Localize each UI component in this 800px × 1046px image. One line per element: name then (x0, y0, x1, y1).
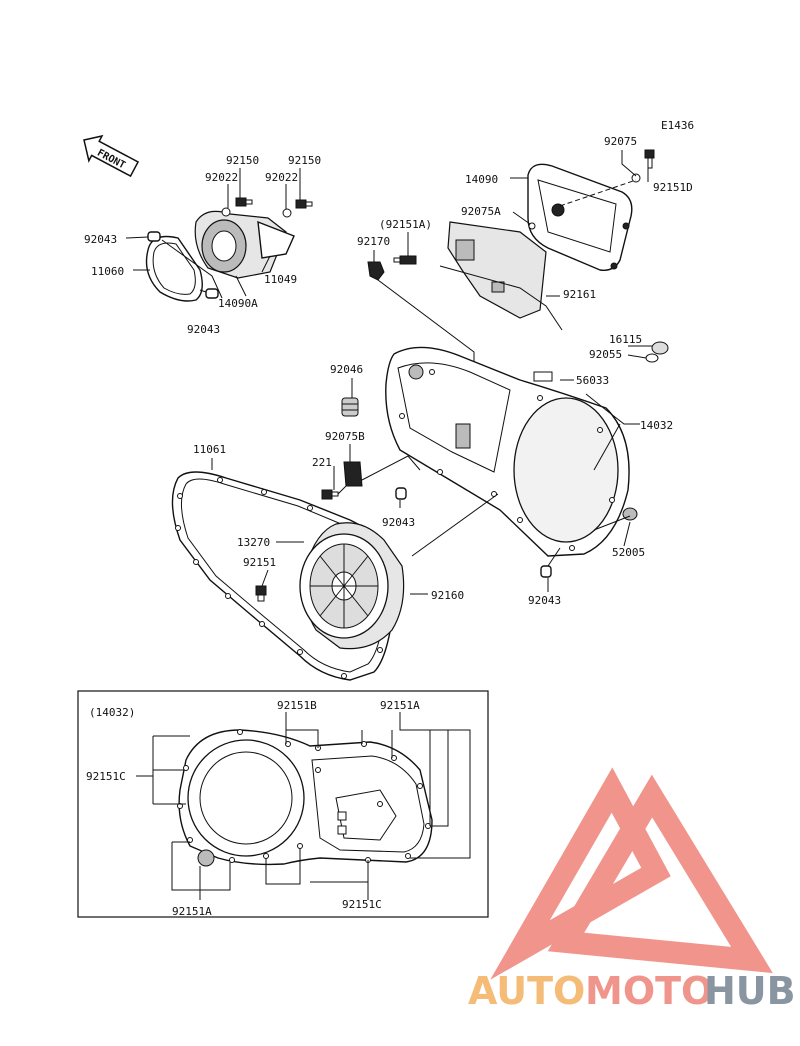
inset-label-92151B: 92151B (277, 699, 317, 712)
label-13270: 13270 (237, 536, 270, 549)
label-92150-b: 92150 (288, 154, 321, 167)
label-14032: 14032 (640, 419, 673, 432)
label-11049: 11049 (264, 273, 297, 286)
clamp-92170-icon (367, 261, 385, 281)
label-11060: 11060 (91, 265, 124, 278)
label-92151: 92151 (243, 556, 276, 569)
label-221: 221 (312, 456, 332, 469)
inset-label-92151C-bottom: 92151C (342, 898, 382, 911)
grommet-92075A-b-icon (528, 222, 536, 230)
inset-label-92151A-bottom: 92151A (172, 905, 212, 918)
cap-16115-icon (651, 341, 669, 355)
automotohub-logo: AUTO MOTO HUB (468, 767, 796, 1013)
label-92043-a: 92043 (84, 233, 117, 246)
label-92022-a: 92022 (205, 171, 238, 184)
label-92022-b: 92022 (265, 171, 298, 184)
clamp-92075B-icon (343, 461, 363, 487)
plate-11049 (257, 220, 295, 259)
label-92170: 92170 (357, 235, 390, 248)
watermark-auto: AUTO (468, 969, 585, 1013)
label-92075B: 92075B (325, 430, 365, 443)
grommet-92075A-icon (551, 203, 565, 217)
inset-label-92151A-top: 92151A (380, 699, 420, 712)
label-14090: 14090 (465, 173, 498, 186)
label-92043-b: 92043 (187, 323, 220, 336)
label-92151A-paren: (92151A) (379, 218, 432, 231)
plug-92046-icon (341, 397, 359, 417)
diagram-code: E1436 (661, 119, 694, 132)
dowel-92043a-icon (147, 231, 161, 242)
label-56033: 56033 (576, 374, 609, 387)
bolt-92150a-icon (235, 197, 253, 207)
bolt-92151D-icon (644, 149, 655, 169)
cover-92161 (447, 221, 547, 319)
washer-92022b-icon (282, 208, 292, 218)
label-14090A: 14090A (218, 297, 258, 310)
bearing-cover-assembly (145, 197, 313, 302)
inset-title: (14032) (89, 706, 135, 719)
label-92055: 92055 (589, 348, 622, 361)
watermark-moto: MOTO (585, 969, 713, 1013)
bolt-221-icon (321, 489, 339, 500)
dowel-92043c-icon (395, 487, 407, 500)
bolt-92151-icon (255, 585, 267, 602)
label-52005: 52005 (612, 546, 645, 559)
gasket-11060 (145, 235, 203, 302)
watermark-hub: HUB (704, 969, 796, 1013)
label-92161: 92161 (563, 288, 596, 301)
label-92043-d: 92043 (528, 594, 561, 607)
label-92151D: 92151D (653, 181, 693, 194)
label-92075: 92075 (604, 135, 637, 148)
bolt-92150b-icon (295, 199, 313, 209)
label-92150-a: 92150 (226, 154, 259, 167)
inset-label-92151C-left: 92151C (86, 770, 126, 783)
o-ring-92055-icon (645, 353, 659, 363)
dowel-92043b-icon (205, 288, 219, 299)
label-92075A: 92075A (461, 205, 501, 218)
dowel-92043d-icon (540, 565, 552, 578)
label-92160: 92160 (431, 589, 464, 602)
front-arrow-icon: FRONT (83, 134, 140, 178)
label-16115: 16115 (609, 333, 642, 346)
label-11061: 11061 (193, 443, 226, 456)
label-92043-c: 92043 (382, 516, 415, 529)
washer-92075-icon (631, 173, 641, 183)
inset-cover-14032 (177, 729, 433, 867)
bolt-92151A-upper-icon (393, 255, 417, 265)
label-plate-56033 (533, 371, 553, 382)
label-92046: 92046 (330, 363, 363, 376)
washer-92022a-icon (221, 207, 231, 217)
